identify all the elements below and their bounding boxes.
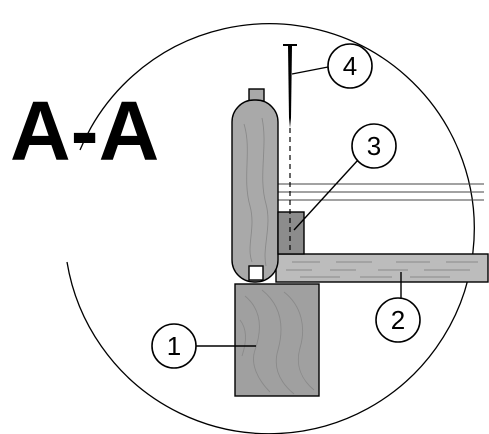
- callout-1: 1: [151, 323, 256, 369]
- side-member: [231, 88, 279, 283]
- depth-lines: [278, 183, 484, 201]
- part-3-strip: [277, 211, 305, 255]
- part-4-nail: [283, 44, 297, 254]
- part-1-block: [234, 283, 320, 397]
- detail-circle: [66, 23, 475, 434]
- callout-2: 2: [375, 272, 421, 343]
- callout-3-label: 3: [367, 131, 381, 161]
- callout-1-label: 1: [167, 331, 181, 361]
- callout-2-label: 2: [391, 305, 405, 335]
- callout-4: 4: [291, 43, 373, 89]
- part-2-slat: [275, 253, 489, 283]
- callout-3: 3: [293, 123, 397, 231]
- callout-4-label: 4: [343, 51, 357, 81]
- section-title: A-A: [10, 84, 159, 178]
